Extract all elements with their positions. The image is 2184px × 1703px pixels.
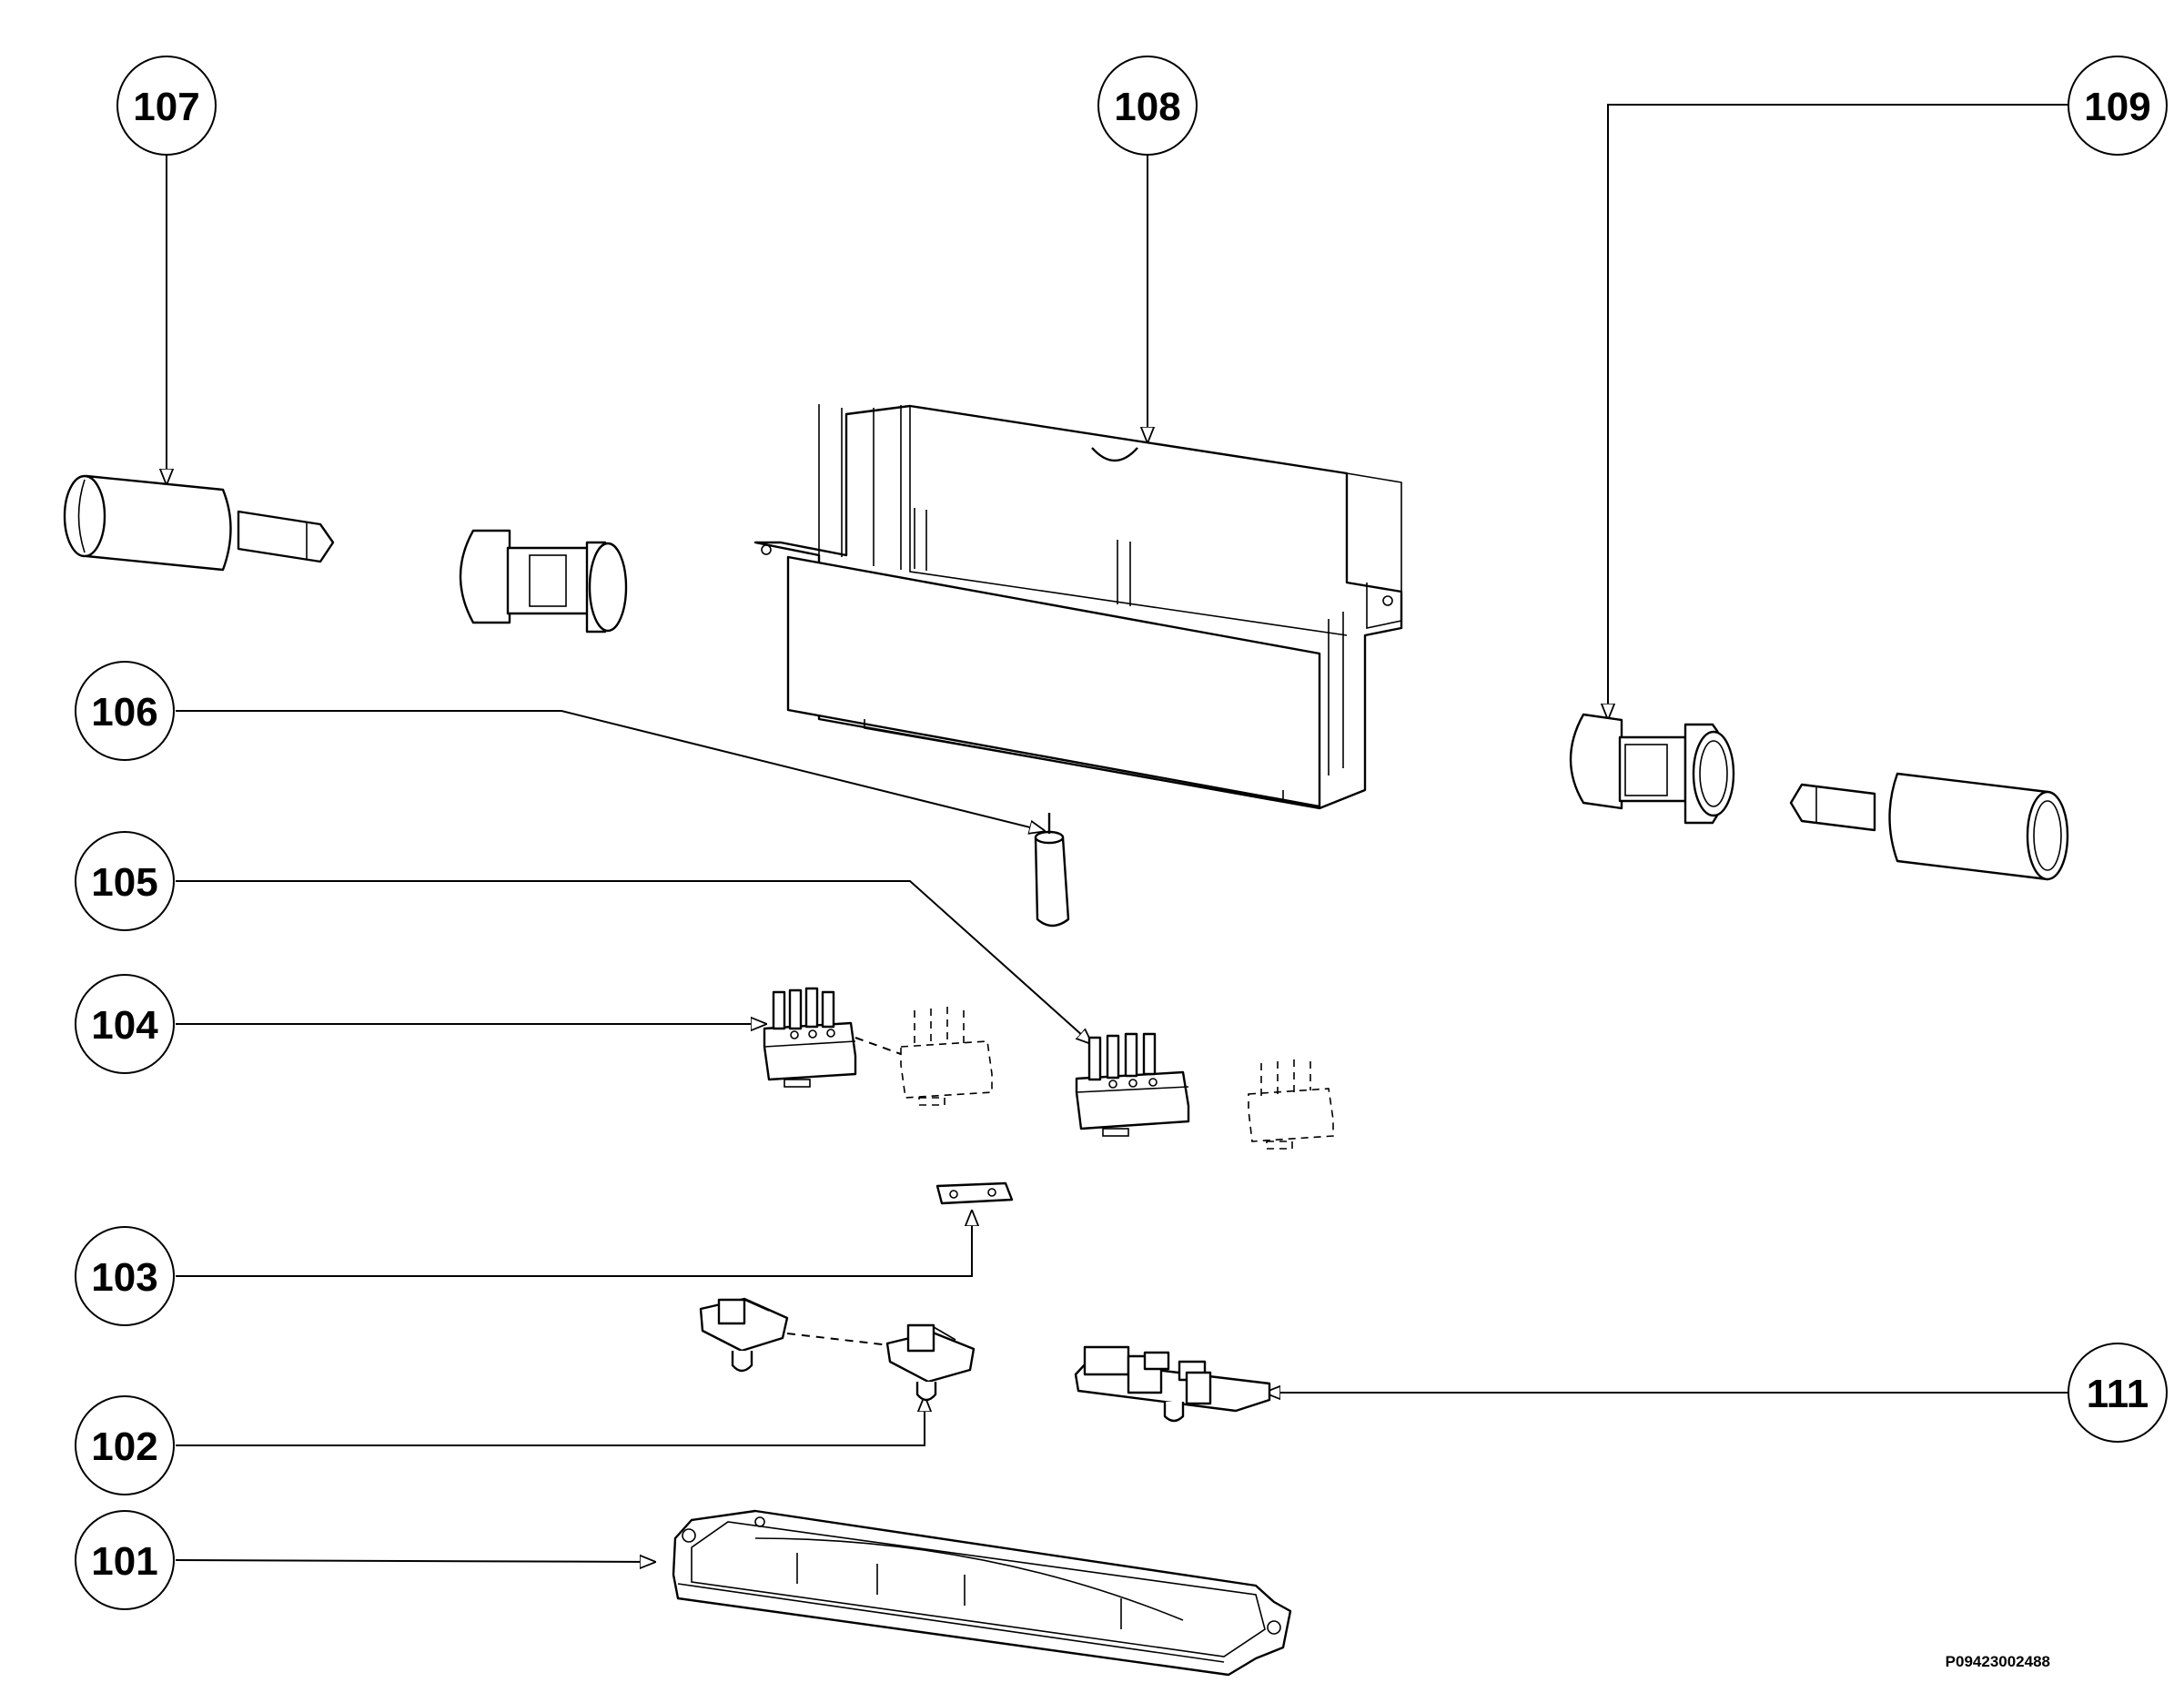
callout-107: 107 bbox=[116, 56, 217, 156]
part-switch-104-ghost bbox=[900, 1007, 993, 1106]
part-104-dash-link bbox=[854, 1037, 902, 1055]
callout-label-111: 111 bbox=[2087, 1372, 2149, 1416]
part-housing-box bbox=[753, 404, 1403, 810]
drawing-code: P09423002488 bbox=[1946, 1653, 2050, 1670]
part-button-bar bbox=[1074, 1345, 1271, 1423]
part-small-pin bbox=[1034, 813, 1070, 928]
leader-103 bbox=[176, 1211, 972, 1277]
callout-111: 111 bbox=[2068, 1343, 2168, 1443]
callout-102: 102 bbox=[75, 1395, 175, 1495]
part-switch-105 bbox=[1075, 1032, 1190, 1137]
callout-108: 108 bbox=[1097, 56, 1198, 156]
callout-label-107: 107 bbox=[133, 85, 199, 129]
part-small-plate bbox=[935, 1181, 1014, 1205]
callout-103: 103 bbox=[75, 1226, 175, 1326]
leader-102 bbox=[176, 1396, 925, 1446]
callout-109: 109 bbox=[2068, 56, 2168, 156]
callout-104: 104 bbox=[75, 974, 175, 1074]
callout-label-102: 102 bbox=[91, 1424, 157, 1469]
callout-label-108: 108 bbox=[1114, 85, 1180, 129]
leader-106 bbox=[176, 710, 1045, 831]
callout-106: 106 bbox=[75, 661, 175, 761]
part-roller-left bbox=[459, 529, 628, 634]
callout-label-101: 101 bbox=[91, 1539, 157, 1584]
part-button-102-left bbox=[699, 1297, 789, 1373]
callout-label-106: 106 bbox=[91, 690, 157, 735]
callout-101: 101 bbox=[75, 1510, 175, 1610]
part-switch-105-ghost bbox=[1248, 1059, 1334, 1150]
callout-105: 105 bbox=[75, 831, 175, 931]
part-roller-right bbox=[1569, 713, 1735, 825]
callout-label-105: 105 bbox=[91, 860, 157, 905]
part-switch-104 bbox=[763, 987, 857, 1088]
leader-105 bbox=[176, 880, 1092, 1044]
leader-101 bbox=[175, 1560, 655, 1562]
leader-lines bbox=[167, 104, 2068, 1562]
callout-label-103: 103 bbox=[91, 1255, 157, 1300]
leader-109 bbox=[1608, 104, 2068, 719]
part-102-dash-link bbox=[786, 1333, 891, 1346]
part-pin-cylinder-left bbox=[63, 474, 335, 572]
part-pin-cylinder-right bbox=[1789, 772, 2069, 881]
callout-label-109: 109 bbox=[2084, 85, 2150, 129]
part-button-102-right bbox=[885, 1323, 976, 1402]
callout-label-104: 104 bbox=[91, 1003, 158, 1048]
part-base-tray bbox=[672, 1509, 1292, 1677]
